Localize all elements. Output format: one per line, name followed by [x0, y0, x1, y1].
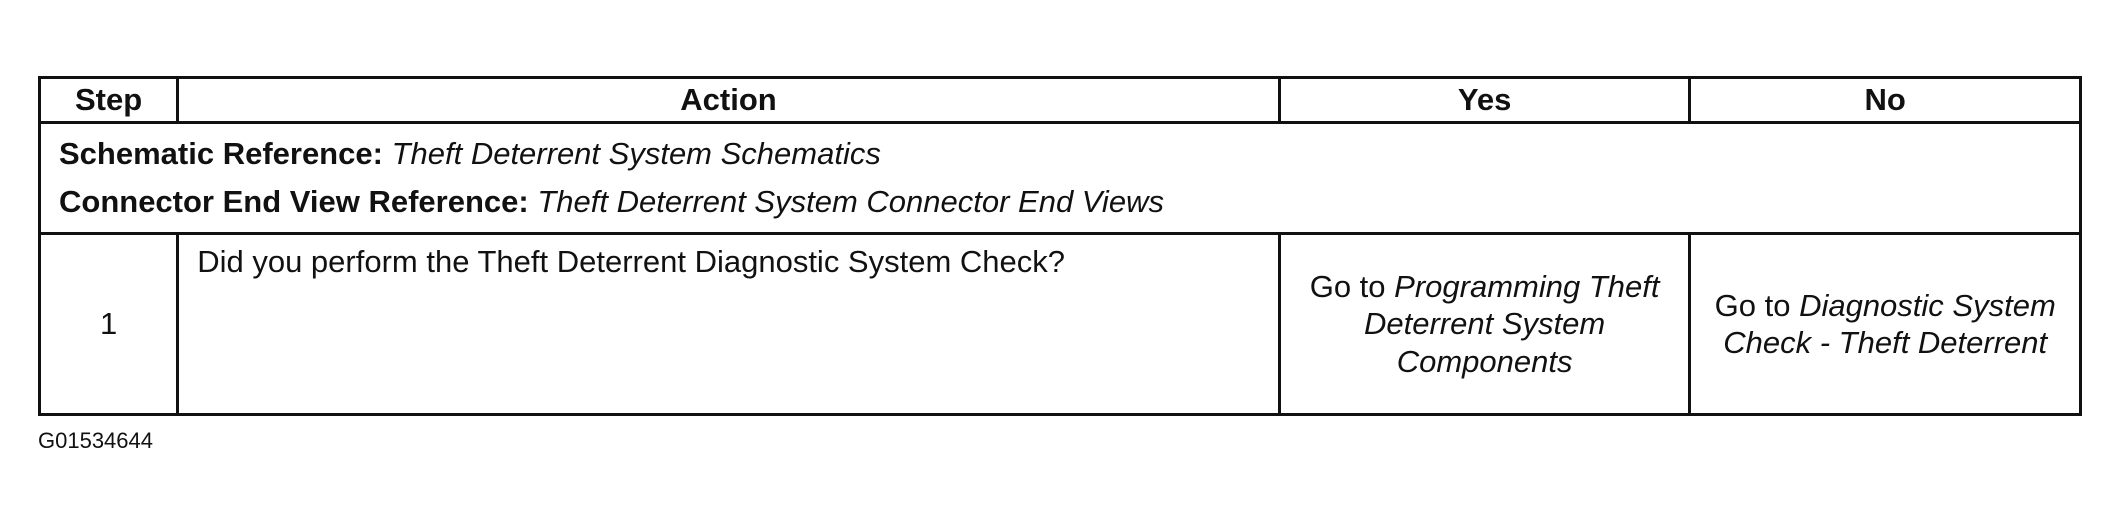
schematic-reference: Schematic Reference: Theft Deterrent Sys…	[59, 130, 2079, 178]
figure-id: G01534644	[38, 428, 153, 453]
action-text: Did you perform the Theft Deterrent Diag…	[176, 232, 1281, 416]
no-prefix: Go to	[1714, 287, 1791, 323]
yes-cell: Go to Programming Theft Deterrent System…	[1277, 232, 1692, 416]
header-action: Action	[176, 76, 1281, 124]
table-row: 1 Did you perform the Theft Deterrent Di…	[37, 232, 2082, 416]
connector-reference-label: Connector End View Reference:	[59, 184, 529, 219]
header-step: Step	[37, 76, 180, 124]
yes-prefix: Go to	[1309, 269, 1386, 305]
step-number: 1	[37, 232, 180, 416]
reference-row: Schematic Reference: Theft Deterrent Sys…	[38, 121, 2082, 235]
schematic-reference-link[interactable]: Theft Deterrent System Schematics	[391, 136, 881, 171]
reference-cell: Schematic Reference: Theft Deterrent Sys…	[38, 121, 2082, 235]
connector-reference-link[interactable]: Theft Deterrent System Connector End Vie…	[537, 184, 1164, 219]
header-no: No	[1688, 76, 2082, 124]
header-yes: Yes	[1277, 76, 1692, 124]
header-row: Step Action Yes No	[37, 76, 2082, 124]
no-cell: Go to Diagnostic System Check - Theft De…	[1688, 232, 2082, 416]
no-link[interactable]: Diagnostic System Check - Theft Deterren…	[1723, 287, 2056, 360]
diagnostic-table: Step Action Yes No Schematic Reference: …	[37, 76, 2082, 416]
schematic-reference-label: Schematic Reference:	[59, 136, 383, 171]
connector-reference: Connector End View Reference: Theft Dete…	[59, 178, 2079, 226]
yes-link[interactable]: Programming Theft Deterrent System Compo…	[1364, 269, 1660, 379]
